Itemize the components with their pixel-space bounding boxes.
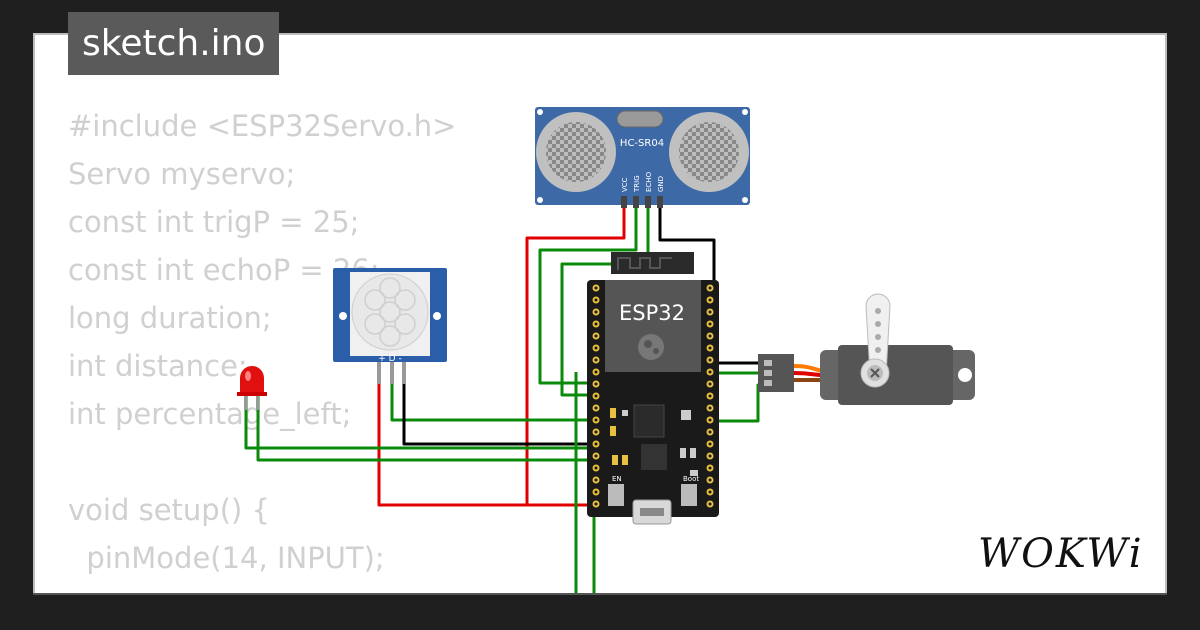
code-line: void setup() { [68,493,270,527]
boot-button-label: Boot [683,475,699,483]
en-button-label: EN [612,475,622,483]
wire-trig [538,203,638,385]
header-pin-hole [708,430,712,434]
header-pin-hole [594,490,598,494]
header-pin-hole [708,502,712,506]
header-pin-hole [594,382,598,386]
header-pin-hole [594,430,598,434]
header-pin-hole [594,322,598,326]
pin-label-vcc: VCC [621,177,629,192]
code-line: #include <ESP32Servo.h> [68,109,457,143]
header-pin-hole [594,298,598,302]
wire-led-cathode [256,395,592,462]
header-pin-hole [708,286,712,290]
header-pin-hole [708,442,712,446]
header-pin-hole [708,490,712,494]
pin-label-gnd: GND [657,176,665,192]
panel-bottom-edge [33,593,1167,595]
esp32-board[interactable]: ESP32 EN Boot [587,252,719,525]
pir-pin-labels: + D - [378,354,401,364]
header-pin-hole [708,394,712,398]
header-pin-hole [708,406,712,410]
pin-label-echo: ECHO [645,171,653,192]
wokwi-logo: WOKWi [978,531,1144,577]
header-pin-hole [594,418,598,422]
right-header-pins [706,284,714,508]
left-header-pins [592,284,600,508]
header-pin-hole [708,418,712,422]
wire-pir-gnd [402,362,592,446]
header-pin-hole [708,370,712,374]
svg-text:WOKWi: WOKWi [978,531,1144,577]
header-pin-hole [708,466,712,470]
header-pin-hole [594,334,598,338]
code-line: pinMode(14, INPUT); [68,541,385,575]
header-pin-hole [594,502,598,506]
header-pin-hole [708,322,712,326]
header-pin-hole [708,478,712,482]
code-preview: #include <ESP32Servo.h> Servo myservo; con… [68,102,456,593]
header-pin-hole [594,358,598,362]
esp32-label: ESP32 [619,301,685,325]
hc-sr04-label: HC-SR04 [620,138,664,149]
header-pin-hole [594,286,598,290]
code-line: Servo myservo; [68,157,296,191]
header-pin-hole [708,382,712,386]
header-pin-hole [594,370,598,374]
header-pin-hole [594,454,598,458]
header-pin-hole [594,346,598,350]
red-led[interactable] [237,366,267,410]
header-pin-hole [594,466,598,470]
header-pin-hole [708,334,712,338]
header-pin-hole [594,394,598,398]
header-pin-hole [594,406,598,410]
sketch-file-tab[interactable]: sketch.ino [68,12,280,75]
code-line: int distance; [68,349,248,383]
code-line: int percentage_left; [68,397,352,431]
code-line: long duration; [68,301,272,335]
header-pin-hole [594,310,598,314]
wire-led-anode [244,395,592,450]
servo-motor[interactable] [758,293,975,405]
pir-motion-sensor[interactable]: + D - [333,268,447,384]
canvas-clip: #include <ESP32Servo.h> Servo myservo; con… [35,35,1165,593]
wire-echo [560,203,650,397]
wire-vcc-ultrasonic [525,203,626,507]
header-pin-hole [708,358,712,362]
header-pin-hole [708,454,712,458]
header-pin-hole [708,346,712,350]
header-pin-hole [594,478,598,482]
pin-label-trig: TRIG [633,175,641,193]
header-pin-hole [594,442,598,446]
header-pin-hole [708,310,712,314]
code-line: Serial.begin(115200); [68,582,456,593]
header-pin-hole [708,298,712,302]
hc-sr04-sensor[interactable]: HC-SR04 VCC TRIG ECHO GND [535,107,750,208]
wire-vcc-pir [377,362,527,507]
code-line: const int trigP = 25; [68,205,360,239]
